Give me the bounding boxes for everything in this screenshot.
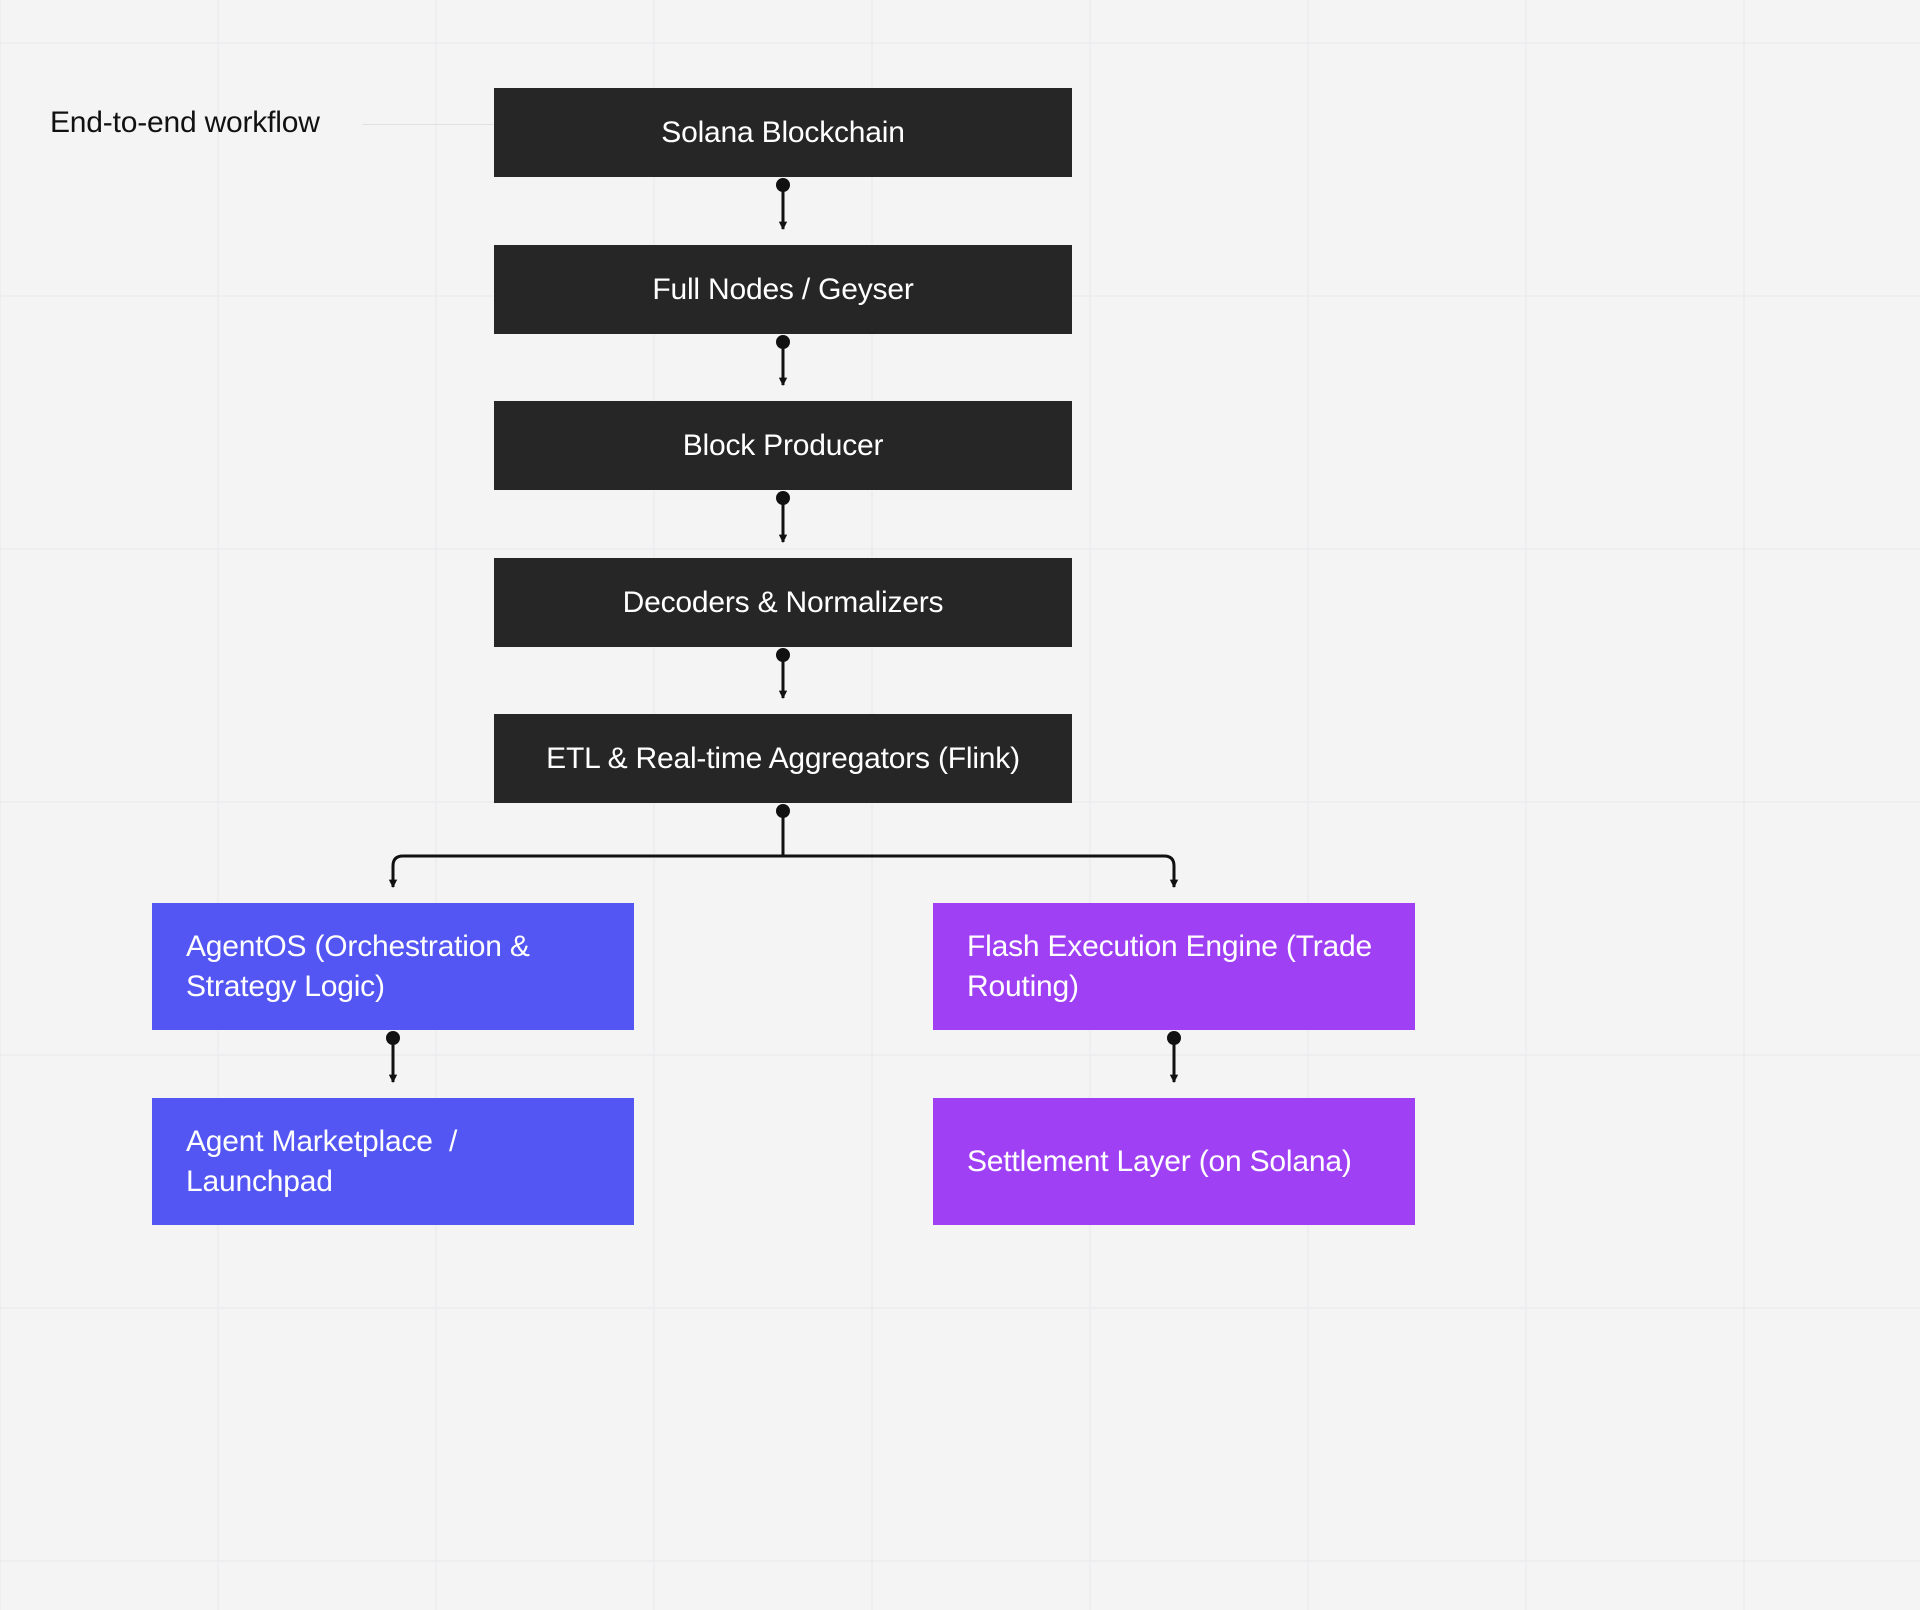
edge-agentos-to-market [386,1031,400,1083]
node-agentos[interactable]: AgentOS (Orchestration & Strategy Logic) [152,903,634,1030]
node-flash-execution-engine[interactable]: Flash Execution Engine (Trade Routing) [933,903,1415,1030]
edge-producer-to-decoders [776,491,790,543]
edge-flash-to-settlement [1167,1031,1181,1083]
edge-etl-to-flash [783,854,1179,888]
node-full-nodes-geyser[interactable]: Full Nodes / Geyser [494,245,1072,334]
node-label: Full Nodes / Geyser [652,272,914,306]
node-agent-marketplace[interactable]: Agent Marketplace / Launchpad [152,1098,634,1225]
node-block-producer[interactable]: Block Producer [494,401,1072,490]
node-label: Block Producer [682,428,884,462]
caption-connector-line [362,124,502,125]
node-label: AgentOS (Orchestration & Strategy Logic) [186,929,538,1003]
node-solana-blockchain[interactable]: Solana Blockchain [494,88,1072,177]
node-etl-aggregators[interactable]: ETL & Real-time Aggregators (Flink) [494,714,1072,803]
node-label: Agent Marketplace / Launchpad [186,1124,466,1198]
edge-etl-branch-trunk [776,804,790,856]
edge-decoders-to-etl [776,648,790,699]
page-title: End-to-end workflow [50,106,320,139]
edge-etl-to-agentos [388,854,783,888]
node-label: Decoders & Normalizers [622,585,944,619]
edge-fullnodes-to-producer [776,335,790,386]
node-decoders-normalizers[interactable]: Decoders & Normalizers [494,558,1072,647]
node-label: Flash Execution Engine (Trade Routing) [967,929,1381,1003]
node-settlement-layer[interactable]: Settlement Layer (on Solana) [933,1098,1415,1225]
node-label: ETL & Real-time Aggregators (Flink) [546,741,1020,775]
node-label: Solana Blockchain [661,115,905,149]
edge-solana-to-fullnodes [776,178,790,230]
node-label: Settlement Layer (on Solana) [967,1144,1352,1178]
